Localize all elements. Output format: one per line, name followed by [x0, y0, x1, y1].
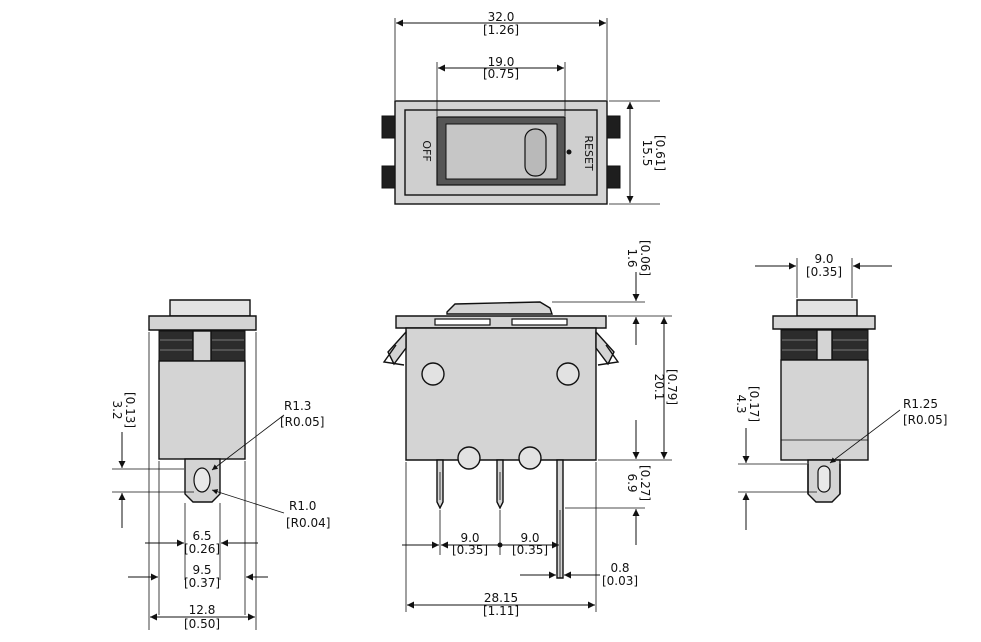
top-view: OFF RESET 32.0 [1.26] 19.0 [0.75] 15.5 [… — [381, 10, 667, 205]
right-view-flange — [772, 315, 876, 330]
reset-label: RESET — [582, 135, 595, 171]
dim-right-hole-offset: 4.3 — [734, 394, 748, 413]
dim-pitch-right-in: [0.35] — [512, 543, 548, 557]
top-view-terminal — [381, 165, 396, 189]
dim-actuator-width: 19.0 — [488, 55, 515, 69]
front-view-rivet — [556, 362, 580, 386]
radius-right: R1.25 — [903, 397, 938, 411]
dim-pitch-right: 9.0 — [520, 531, 539, 545]
dim-body-height: 20.1 — [652, 374, 666, 401]
top-view-terminal — [606, 165, 621, 189]
left-view-hole — [193, 467, 211, 493]
dim-body-height-in: [0.79] — [665, 369, 679, 405]
dim-actuator-height-in: [0.06] — [638, 240, 652, 276]
dim-left-hole-offset: 3.2 — [110, 400, 124, 419]
right-side-view: 9.0 [0.35] 4.3 [0.17] R1.25 [R0.05] — [734, 252, 947, 530]
right-view-slot — [817, 465, 831, 493]
front-view-flange — [395, 315, 607, 329]
dim-overall-width-in: [1.11] — [483, 604, 519, 618]
top-view-terminal — [606, 115, 621, 139]
front-view-rivet — [421, 362, 445, 386]
dim-terminal-thickness: 0.8 — [610, 561, 629, 575]
dim-terminal-thickness-in: [0.03] — [602, 574, 638, 588]
front-view-rivet — [457, 446, 481, 470]
dim-top-height: 15.5 — [640, 140, 654, 167]
dim-terminal-length: 6.9 — [625, 473, 639, 492]
left-side-view: 3.2 [0.13] R1.3 [R0.05] R1.0 [R0.04] 6.5… — [110, 299, 330, 631]
radius-left-upper: R1.3 — [284, 399, 311, 413]
dim-top-height-in: [0.61] — [653, 135, 667, 171]
radius-right-in: [R0.05] — [903, 413, 947, 427]
dim-flange-width-in: [0.50] — [184, 617, 220, 631]
dim-tab-width: 6.5 — [192, 529, 211, 543]
dim-terminal-length-in: [0.27] — [638, 465, 652, 501]
dim-right-hole-offset-in: [0.17] — [747, 386, 761, 422]
dim-right-width: 9.0 — [814, 252, 833, 266]
dim-body-width: 9.5 — [192, 563, 211, 577]
front-view-rivet — [518, 446, 542, 470]
radius-left-upper-in: [R0.05] — [280, 415, 324, 429]
dim-top-width-in: [1.26] — [483, 23, 519, 37]
front-view-body — [405, 327, 597, 461]
dim-right-width-in: [0.35] — [806, 265, 842, 279]
off-label: OFF — [420, 140, 433, 161]
dim-left-hole-offset-in: [0.13] — [123, 392, 137, 428]
dim-tab-width-in: [0.26] — [184, 542, 220, 556]
left-view-body — [158, 360, 246, 460]
top-view-terminal — [381, 115, 396, 139]
top-view-reset-window — [524, 128, 547, 177]
front-view: 1.6 [0.06] 20.1 [0.79] 6.9 [0.27] 9.0 [0… — [382, 240, 679, 618]
dim-flange-width: 12.8 — [189, 603, 216, 617]
reset-dot — [566, 149, 572, 155]
dim-actuator-width-in: [0.75] — [483, 67, 519, 81]
right-view-body — [780, 359, 869, 461]
radius-left-lower: R1.0 — [289, 499, 316, 513]
radius-left-lower-in: [R0.04] — [286, 516, 330, 530]
dim-pitch-left-in: [0.35] — [452, 543, 488, 557]
dim-body-width-in: [0.37] — [184, 576, 220, 590]
dim-pitch-left: 9.0 — [460, 531, 479, 545]
dim-actuator-height: 1.6 — [625, 248, 639, 267]
left-view-flange — [148, 315, 257, 331]
dim-top-width: 32.0 — [488, 10, 515, 24]
dim-overall-width: 28.15 — [484, 591, 518, 605]
